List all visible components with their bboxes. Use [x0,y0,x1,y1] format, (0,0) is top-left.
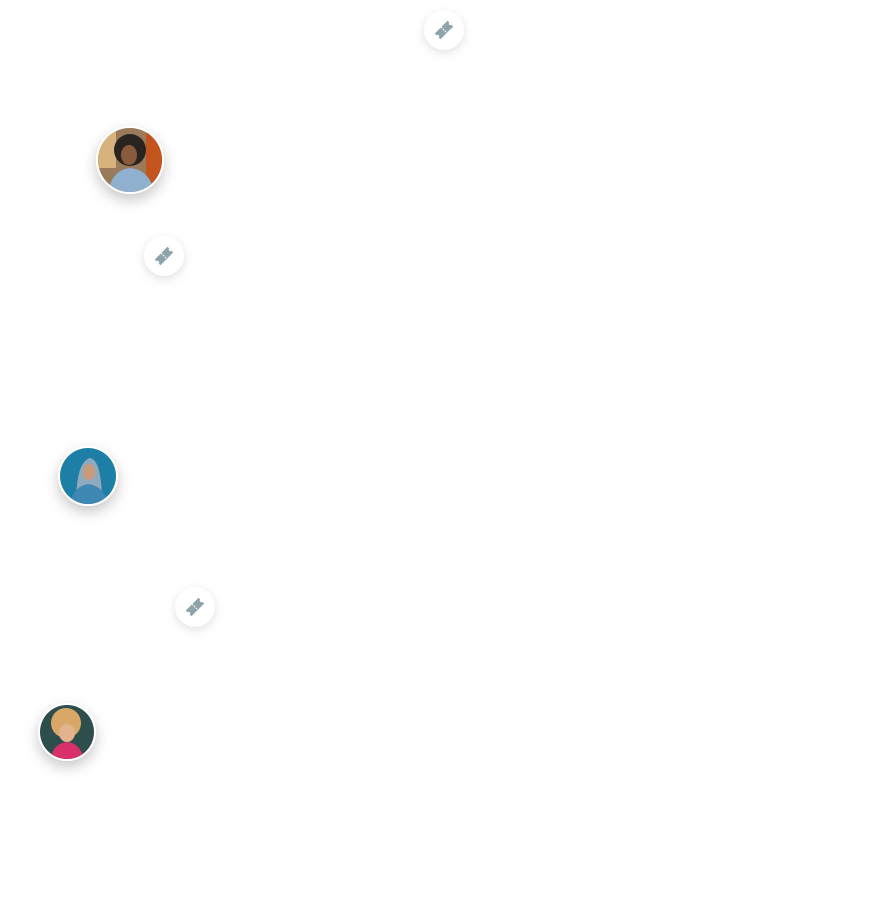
ticket-badge-2[interactable] [144,236,184,276]
ticket-badge-1[interactable] [424,10,464,50]
avatar-woman-curly-hair[interactable] [96,126,164,194]
avatar-child-blonde[interactable] [38,703,96,761]
ticket-icon [185,597,205,617]
avatar-image [60,448,116,504]
ticket-badge-3[interactable] [175,587,215,627]
ticket-icon [434,20,454,40]
ticket-icon [154,246,174,266]
avatar-image [40,705,94,759]
avatar-person-hoodie[interactable] [58,446,118,506]
avatar-image [98,128,162,192]
